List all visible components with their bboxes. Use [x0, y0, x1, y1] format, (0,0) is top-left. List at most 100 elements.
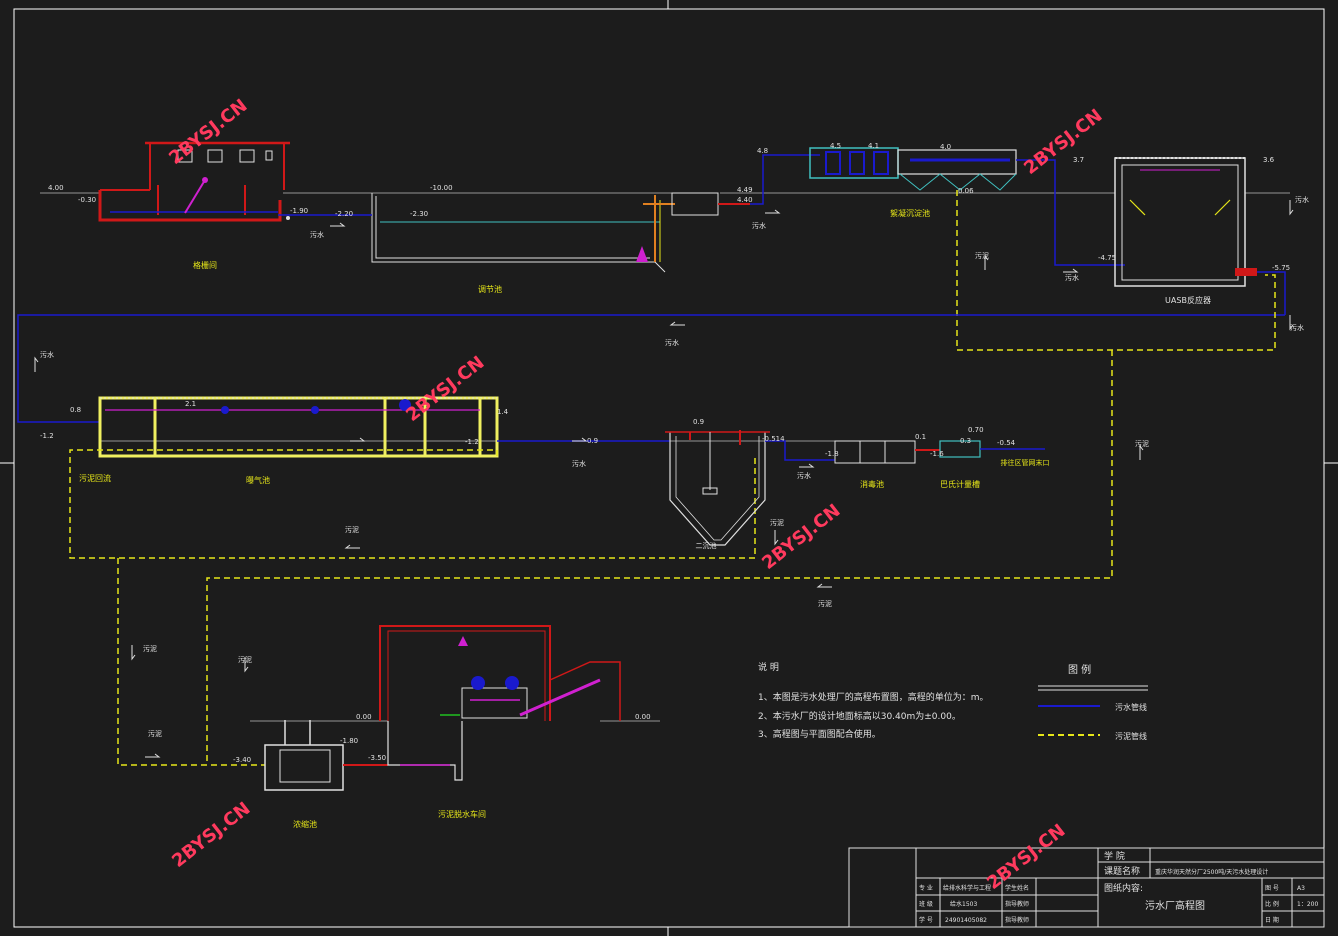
tb-scale-key: 比 例: [1265, 900, 1279, 908]
label-secondary-clarifier: 二沉池: [696, 541, 717, 550]
legend-title: 图 例: [1068, 663, 1091, 676]
sludge-pipe-main: [206, 350, 1113, 765]
label-dewatering-house: 污泥脱水车间: [438, 809, 486, 819]
notes-title: 说 明: [758, 661, 779, 673]
sludge-pipe-return: [69, 449, 756, 559]
elev-tag: 4.8: [757, 147, 768, 155]
tb-content-key: 图纸内容:: [1104, 882, 1143, 894]
tb-id-key: 学 号: [919, 916, 933, 924]
flow-label-sludge: 污泥: [1135, 440, 1149, 448]
uasb-reactor: [1114, 157, 1286, 315]
flow-label-sludge: 污泥: [345, 526, 359, 534]
elev-tag: -5.75: [1272, 264, 1290, 272]
sewage-pipe-lift: [750, 154, 820, 205]
flow-label-sewage: 污水: [40, 350, 54, 359]
elev-tag: 0.1: [915, 433, 926, 441]
elev-tag: 0.3: [960, 437, 971, 445]
flow-arrows: [34, 200, 1294, 758]
note-line: 2、本污水厂的设计地面标高以30.40m为±0.00。: [758, 710, 961, 722]
elev-tag: -2.30: [410, 210, 428, 218]
elev-tag: 4.00: [48, 184, 64, 192]
note-line: 3、高程图与平面图配合使用。: [758, 728, 881, 740]
label-sludge-return: 污泥回流: [79, 473, 111, 483]
elev-tag: -3.40: [233, 756, 251, 764]
flow-label-sewage: 污水: [1295, 195, 1309, 204]
tb-major-value: 给排水科学与工程: [943, 884, 991, 892]
sludge-pipe-uasb: [957, 274, 1276, 351]
elev-tag: -1.90: [290, 207, 308, 215]
flow-label-sludge: 污泥: [818, 600, 832, 608]
elev-tag: -1.8: [825, 450, 839, 458]
tb-major-key: 专 业: [919, 884, 933, 892]
tb-id-value: 24901405082: [945, 917, 987, 924]
legend-sewage-label: 污水管线: [1115, 702, 1147, 712]
sewage-pipe-to-disinfection: [765, 440, 835, 461]
legend-sludge-label: 污泥管线: [1115, 731, 1147, 741]
elev-tag: -2.20: [335, 210, 353, 218]
tb-class-value: 给水1503: [950, 900, 977, 908]
tb-student-key: 学生姓名: [1005, 884, 1029, 892]
label-regulating-tank: 调节池: [478, 284, 502, 294]
secondary-clarifier: [665, 430, 770, 546]
flow-label-sewage: 污水: [572, 459, 586, 468]
tb-content-value: 污水厂高程图: [1145, 899, 1205, 912]
elev-tag: 0.00: [356, 713, 372, 721]
flow-label-sewage: 污水: [797, 471, 811, 480]
elev-tag: 0.9: [587, 437, 598, 445]
elev-tag: -3.50: [368, 754, 386, 762]
elev-tag: -1.2: [465, 438, 479, 446]
elev-tag: 3.7: [1073, 156, 1084, 164]
elev-tag: -10.00: [430, 184, 453, 192]
title-block: [848, 847, 1325, 928]
flow-label-sludge: 污泥: [143, 645, 157, 653]
elev-tag: 3.6: [1263, 156, 1275, 164]
elev-tag: -1.2: [40, 432, 54, 440]
tb-date-key: 日 期: [1265, 916, 1279, 924]
label-aeration-tank: 曝气池: [246, 475, 270, 485]
flow-label-sludge: 污泥: [770, 519, 784, 527]
elev-tag: 4.0: [940, 143, 951, 151]
label-sludge-thickener: 浓缩池: [293, 819, 317, 829]
label-grit-chamber: 格栅间: [193, 260, 217, 270]
elev-tag: 0.70: [968, 426, 984, 434]
legend: 图 例 污水管线 污泥管线: [1038, 663, 1148, 741]
sludge-dewatering-house: [379, 625, 621, 781]
sewage-pipe-to-uasb: [1016, 159, 1125, 266]
aeration-tank: [98, 396, 670, 458]
tb-teacher-key: 指导教师: [1005, 900, 1029, 908]
elev-tag: -1.6: [930, 450, 944, 458]
elev-tag: 4.5: [830, 142, 841, 150]
elev-tag: 1.4: [497, 408, 509, 416]
elev-tag: 0.9: [693, 418, 704, 426]
tb-class-key: 班 级: [919, 900, 933, 908]
grit-chamber-building: [98, 141, 300, 222]
tb-sheet-key: 图 号: [1265, 885, 1279, 892]
design-notes: 说 明 1、本图是污水处理厂的高程布置图，高程的单位为：m。 2、本污水厂的设计…: [758, 661, 989, 740]
flocculation-settling-tank: [809, 147, 1017, 350]
flow-label-sludge: 污泥: [975, 252, 989, 260]
elev-tag: 0.8: [70, 406, 81, 414]
elev-tag: -0.30: [78, 196, 96, 204]
flow-label-sludge: 污泥: [148, 730, 162, 738]
flow-label-sewage: 污水: [1065, 273, 1079, 282]
label-disinfection: 消毒池: [860, 479, 884, 489]
flow-label-sewage: 污水: [1290, 323, 1304, 332]
title-block-text: 学 院 课题名称 重庆华润天然分厂2500吨/天污水处理设计 图纸内容: 污水厂…: [919, 850, 1318, 924]
elev-tag: 0.00: [635, 713, 651, 721]
regulating-tank: [300, 192, 750, 273]
tb-scale-value: 1：200: [1297, 901, 1318, 908]
note-line: 1、本图是污水处理厂的高程布置图，高程的单位为：m。: [758, 691, 989, 703]
tb-course-value: 重庆华润天然分厂2500吨/天污水处理设计: [1155, 868, 1268, 876]
tb-review-key: 指导教师: [1005, 916, 1029, 924]
sewage-pipe-return: [17, 314, 1285, 423]
elev-tag: 0.06: [958, 187, 974, 195]
label-outfall: 排往区管网末口: [1001, 458, 1050, 467]
elev-tag: 4.49: [737, 186, 753, 194]
tb-sheet-value: A3: [1297, 885, 1305, 892]
flow-labels: 污水 污水 污水 污水 污水 污水 污水 污水 污水: [40, 195, 1309, 480]
elev-tag: -4.75: [1098, 254, 1116, 262]
elev-tag: -0.514: [762, 435, 785, 443]
label-parshall-flume: 巴氏计量槽: [940, 479, 980, 489]
elev-tag: -1.80: [340, 737, 358, 745]
